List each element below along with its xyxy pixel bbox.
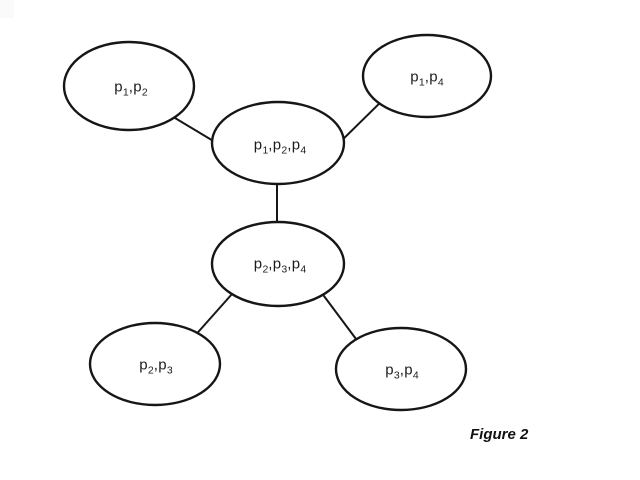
node-ellipse-p1p2p4	[210, 100, 346, 186]
label-text: ,p	[287, 255, 301, 273]
label-text: ,p	[268, 255, 282, 273]
label-subscript: 3	[393, 369, 400, 382]
label-text: p	[410, 68, 419, 86]
label-text: ,p	[153, 356, 167, 374]
label-subscript: 3	[281, 263, 288, 276]
node-label-p1p2: p1,p2	[114, 78, 148, 99]
figure-caption: Figure 2	[470, 426, 529, 443]
node-ellipse-p2p3	[88, 321, 222, 407]
label-text: ,p	[128, 78, 142, 96]
label-text: p	[385, 361, 394, 379]
label-text: ,p	[287, 136, 301, 154]
label-subscript: 4	[300, 144, 307, 157]
label-subscript: 1	[122, 86, 129, 99]
label-subscript: 4	[300, 263, 307, 276]
label-subscript: 4	[437, 76, 444, 89]
label-subscript: 3	[166, 364, 173, 377]
label-text: p	[253, 255, 263, 273]
node-group	[62, 33, 493, 412]
label-subscript: 2	[262, 263, 269, 276]
label-subscript: 1	[418, 76, 425, 89]
label-text: ,p	[399, 361, 413, 379]
label-text: ,p	[424, 68, 438, 86]
label-subscript: 2	[147, 364, 154, 377]
corner-artifact	[0, 0, 14, 18]
label-text: p	[139, 356, 148, 374]
node-label-p1p4: p1,p4	[410, 68, 444, 89]
label-text: ,p	[268, 136, 282, 154]
node-label-p1p2p4: p1,p2,p4	[253, 136, 307, 157]
label-text: p	[253, 136, 263, 154]
node-label-p3p4: p3,p4	[385, 361, 419, 382]
label-subscript: 4	[412, 369, 419, 382]
node-label-p2p3: p2,p3	[139, 356, 173, 377]
node-ellipse-p2p3p4	[210, 220, 346, 308]
label-subscript: 2	[281, 144, 288, 157]
label-subscript: 2	[141, 86, 148, 99]
label-text: p	[114, 78, 123, 96]
label-subscript: 1	[262, 144, 269, 157]
node-label-p2p3p4: p2,p3,p4	[253, 255, 307, 276]
node-ellipse-p1p4	[361, 33, 493, 119]
node-ellipse-p1p2	[62, 40, 196, 132]
node-ellipse-p3p4	[334, 326, 468, 412]
